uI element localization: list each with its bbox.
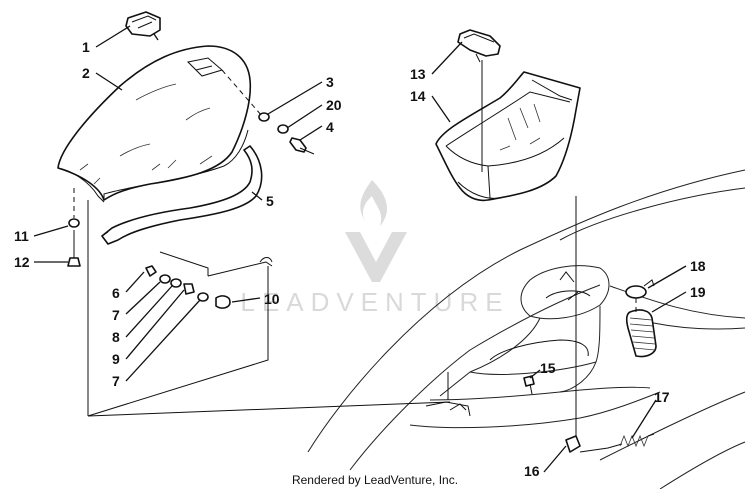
screw-part <box>523 375 535 395</box>
callout-label: 5 <box>266 193 274 209</box>
callout-label: 1 <box>82 39 90 55</box>
callout-label: 4 <box>326 119 334 135</box>
callout-labels: 1 2 3 20 4 5 11 12 6 7 8 9 7 10 13 14 18… <box>14 39 706 479</box>
callout-label: 20 <box>326 97 342 113</box>
callout-label: 3 <box>326 74 334 90</box>
callout-label: 15 <box>540 360 556 376</box>
callout-label: 2 <box>82 65 90 81</box>
watermark-text: LEADVENTURE <box>240 287 509 317</box>
storage-tray-part <box>435 71 581 202</box>
callout-label: 7 <box>112 307 120 323</box>
watermark: LEADVENTURE <box>240 180 509 317</box>
leadventure-flame-logo-icon <box>345 180 407 282</box>
seat-part <box>57 45 252 203</box>
tray-latch-part <box>457 29 501 63</box>
callout-label: 18 <box>690 258 706 274</box>
seat-hardware-parts <box>221 69 315 155</box>
callout-label: 8 <box>112 329 120 345</box>
callout-label: 13 <box>410 66 426 82</box>
callout-leader-lines <box>33 25 687 473</box>
seat-latch-part <box>125 11 161 41</box>
callout-label: 10 <box>264 291 280 307</box>
callout-label: 16 <box>524 463 540 479</box>
callout-label: 7 <box>112 373 120 389</box>
callout-label: 9 <box>112 351 120 367</box>
callout-label: 17 <box>654 389 670 405</box>
seat-front-hardware-parts <box>67 188 81 267</box>
clip-and-spring-parts <box>565 400 655 453</box>
latch-hardware-stack-parts <box>145 251 273 309</box>
footer-credit: Rendered by LeadVenture, Inc. <box>292 473 458 487</box>
clamp-and-hose-parts <box>625 279 657 358</box>
assembly-connector-lines <box>87 60 577 417</box>
seat-rail-part <box>101 145 263 245</box>
callout-label: 14 <box>410 88 426 104</box>
callout-label: 11 <box>14 228 29 244</box>
callout-label: 19 <box>690 284 706 300</box>
vehicle-body-outline <box>307 169 746 489</box>
callout-label: 6 <box>112 285 120 301</box>
callout-label: 12 <box>14 254 30 270</box>
